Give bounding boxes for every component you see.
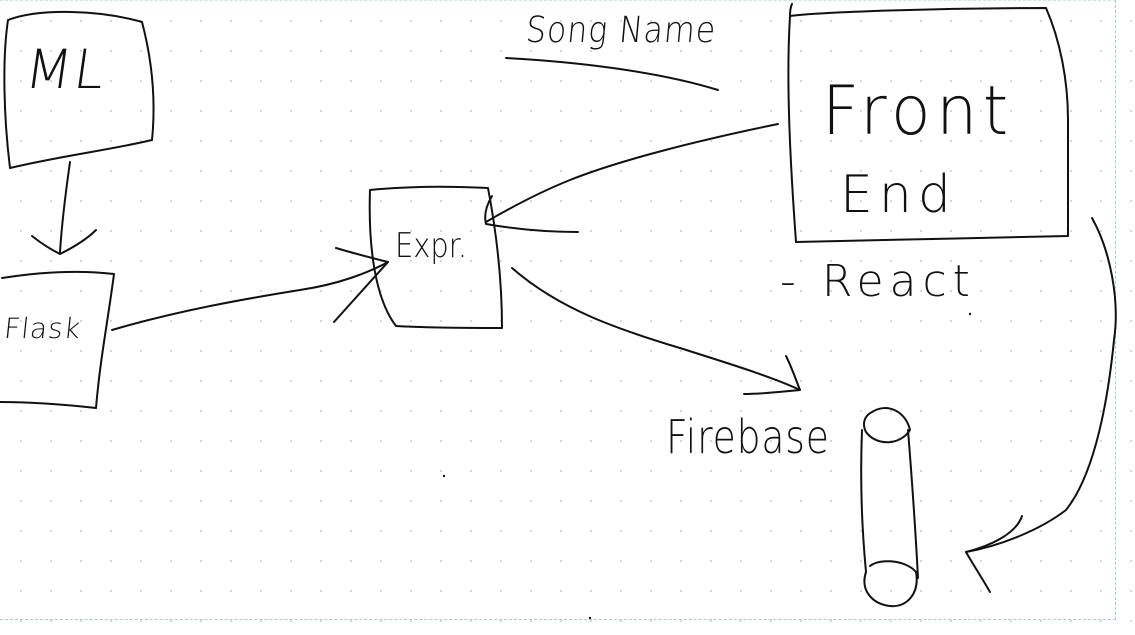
- firebase-cylinder-top: [863, 407, 911, 444]
- edge-flask-express: [111, 261, 389, 331]
- edge-flask-express-arrowhead: [333, 247, 389, 323]
- song-name-underline: [505, 57, 719, 91]
- song-name-annotation: Song Name: [524, 10, 719, 51]
- firebase-label: Firebase: [666, 410, 830, 464]
- firebase-cylinder-sides: [860, 429, 919, 579]
- firebase-cylinder-bottom: [863, 560, 918, 608]
- stray-dot: [588, 616, 592, 620]
- edge-frontend-express: [485, 123, 779, 223]
- edge-frontend-express-arrowhead: [484, 195, 579, 233]
- ml-label: ML: [21, 38, 111, 101]
- edge-ml-flask: [59, 161, 71, 253]
- flask-label: Flask: [2, 312, 83, 345]
- react-annotation: - React: [780, 256, 976, 307]
- edge-frontend-firebase-arrowhead: [965, 515, 1023, 593]
- express-label: Expr.: [395, 226, 468, 266]
- frontend-box: [787, 3, 1069, 243]
- stray-dot: [442, 474, 446, 478]
- stray-dot: [968, 312, 972, 316]
- edge-ml-flask-arrowhead: [31, 229, 97, 255]
- express-box: [368, 185, 503, 329]
- edge-express-firebase: [511, 267, 801, 391]
- frontend-label-line1: Front: [822, 72, 1014, 151]
- frontend-label-line2: End: [840, 165, 957, 225]
- flask-box: [0, 270, 115, 409]
- edge-express-firebase-arrowhead: [743, 355, 801, 395]
- ml-box: [3, 11, 155, 169]
- edge-frontend-firebase: [965, 217, 1117, 553]
